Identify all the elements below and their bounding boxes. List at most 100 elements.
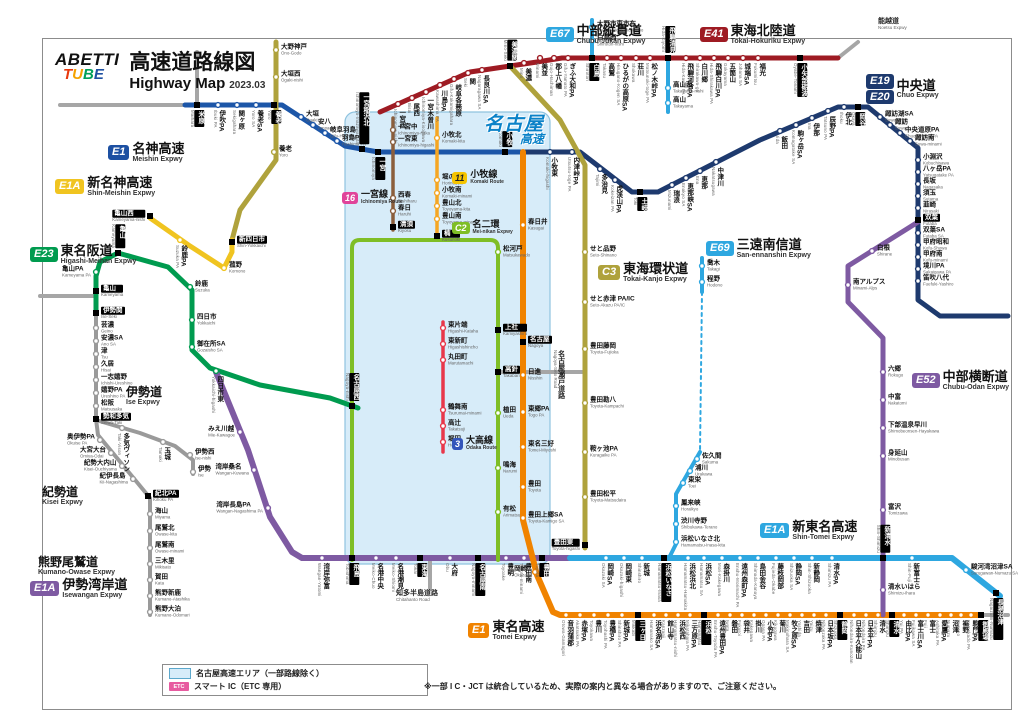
station-marker xyxy=(604,611,612,619)
station-marker xyxy=(107,449,115,457)
station-marker xyxy=(828,554,836,562)
station-marker xyxy=(188,343,196,351)
station-marker xyxy=(776,127,784,135)
station-marker xyxy=(947,611,955,619)
station-marker xyxy=(146,560,154,568)
station-marker xyxy=(672,520,680,528)
junction-marker xyxy=(115,250,121,256)
station-marker xyxy=(962,566,970,574)
junction-marker xyxy=(495,327,501,333)
station-marker xyxy=(754,554,762,562)
station-marker xyxy=(581,448,589,456)
station-marker xyxy=(868,247,876,255)
station-marker xyxy=(372,554,380,562)
station-marker xyxy=(718,554,726,562)
junction-marker xyxy=(375,149,381,155)
station-marker xyxy=(436,81,444,89)
station-marker xyxy=(603,54,611,62)
title-japanese: 高速道路線図 xyxy=(129,51,256,74)
station-marker xyxy=(900,611,908,619)
station-marker xyxy=(519,221,527,229)
station-marker xyxy=(876,113,884,121)
nagoya-expwy-zone-label: 名古屋 高速 xyxy=(483,114,544,147)
station-marker xyxy=(726,611,734,619)
junction-marker xyxy=(589,55,595,61)
station-marker xyxy=(879,396,887,404)
station-marker xyxy=(389,126,397,134)
station-marker xyxy=(389,207,397,215)
station-marker xyxy=(886,121,894,129)
nagoya-expwy-area xyxy=(344,111,551,565)
junction-marker xyxy=(349,555,355,561)
station-marker xyxy=(439,438,447,446)
station-marker xyxy=(318,554,326,562)
station-marker xyxy=(914,204,922,212)
station-marker xyxy=(750,611,758,619)
junction-marker xyxy=(271,102,277,108)
station-marker xyxy=(439,356,447,364)
station-marker xyxy=(739,54,747,62)
station-marker xyxy=(252,101,260,109)
station-marker xyxy=(914,192,922,200)
logo-line2: TUBE xyxy=(63,66,104,84)
station-marker xyxy=(519,483,527,491)
station-marker xyxy=(879,368,887,376)
legend-box: 名古屋高速エリア（一部路線除く） ETC スマート IC（ETC 専用） xyxy=(162,664,428,696)
line-ise xyxy=(94,311,195,476)
station-marker xyxy=(562,611,570,619)
station-marker xyxy=(536,54,544,62)
station-marker xyxy=(146,576,154,584)
station-marker xyxy=(581,248,589,256)
junction-marker xyxy=(359,146,365,152)
station-marker xyxy=(650,611,658,619)
station-marker xyxy=(531,568,539,576)
station-marker xyxy=(754,54,762,62)
station-marker xyxy=(546,148,554,156)
station-marker xyxy=(519,514,527,522)
station-marker xyxy=(588,23,596,31)
legend-note: ※一部 I C・JCT は統合しているため、実際の案内と異なる場合がありますので… xyxy=(424,682,781,691)
station-marker xyxy=(798,611,806,619)
line-san-en-link xyxy=(699,291,703,453)
station-marker xyxy=(879,506,887,514)
station-marker xyxy=(214,101,222,109)
station-marker xyxy=(738,611,746,619)
station-marker xyxy=(588,37,596,45)
station-marker xyxy=(611,176,619,184)
station-marker xyxy=(220,264,228,272)
station-marker xyxy=(679,479,687,487)
line-kisei xyxy=(94,417,152,617)
station-marker xyxy=(620,554,628,562)
station-marker xyxy=(662,611,670,619)
station-marker xyxy=(808,114,816,122)
station-marker xyxy=(176,236,184,244)
station-marker xyxy=(824,107,832,115)
station-marker xyxy=(494,464,502,472)
station-marker xyxy=(914,180,922,188)
station-marker xyxy=(92,350,100,358)
station-marker xyxy=(309,121,317,129)
station-marker xyxy=(270,148,278,156)
station-marker xyxy=(92,402,100,410)
title-english: Highway Map xyxy=(129,75,226,92)
junction-marker xyxy=(194,102,200,108)
junction-marker xyxy=(434,233,440,239)
station-marker xyxy=(520,59,528,67)
station-marker xyxy=(146,608,154,616)
station-marker xyxy=(772,554,780,562)
station-marker xyxy=(439,340,447,348)
station-marker xyxy=(92,268,100,276)
station-marker xyxy=(236,428,244,436)
station-marker xyxy=(389,194,397,202)
line-tomei xyxy=(520,149,983,618)
station-marker xyxy=(92,376,100,384)
station-marker xyxy=(439,422,447,430)
station-marker xyxy=(672,538,680,546)
station-marker xyxy=(520,554,528,562)
line-isewangan xyxy=(213,369,573,561)
station-marker xyxy=(914,277,922,285)
station-marker xyxy=(712,158,720,166)
